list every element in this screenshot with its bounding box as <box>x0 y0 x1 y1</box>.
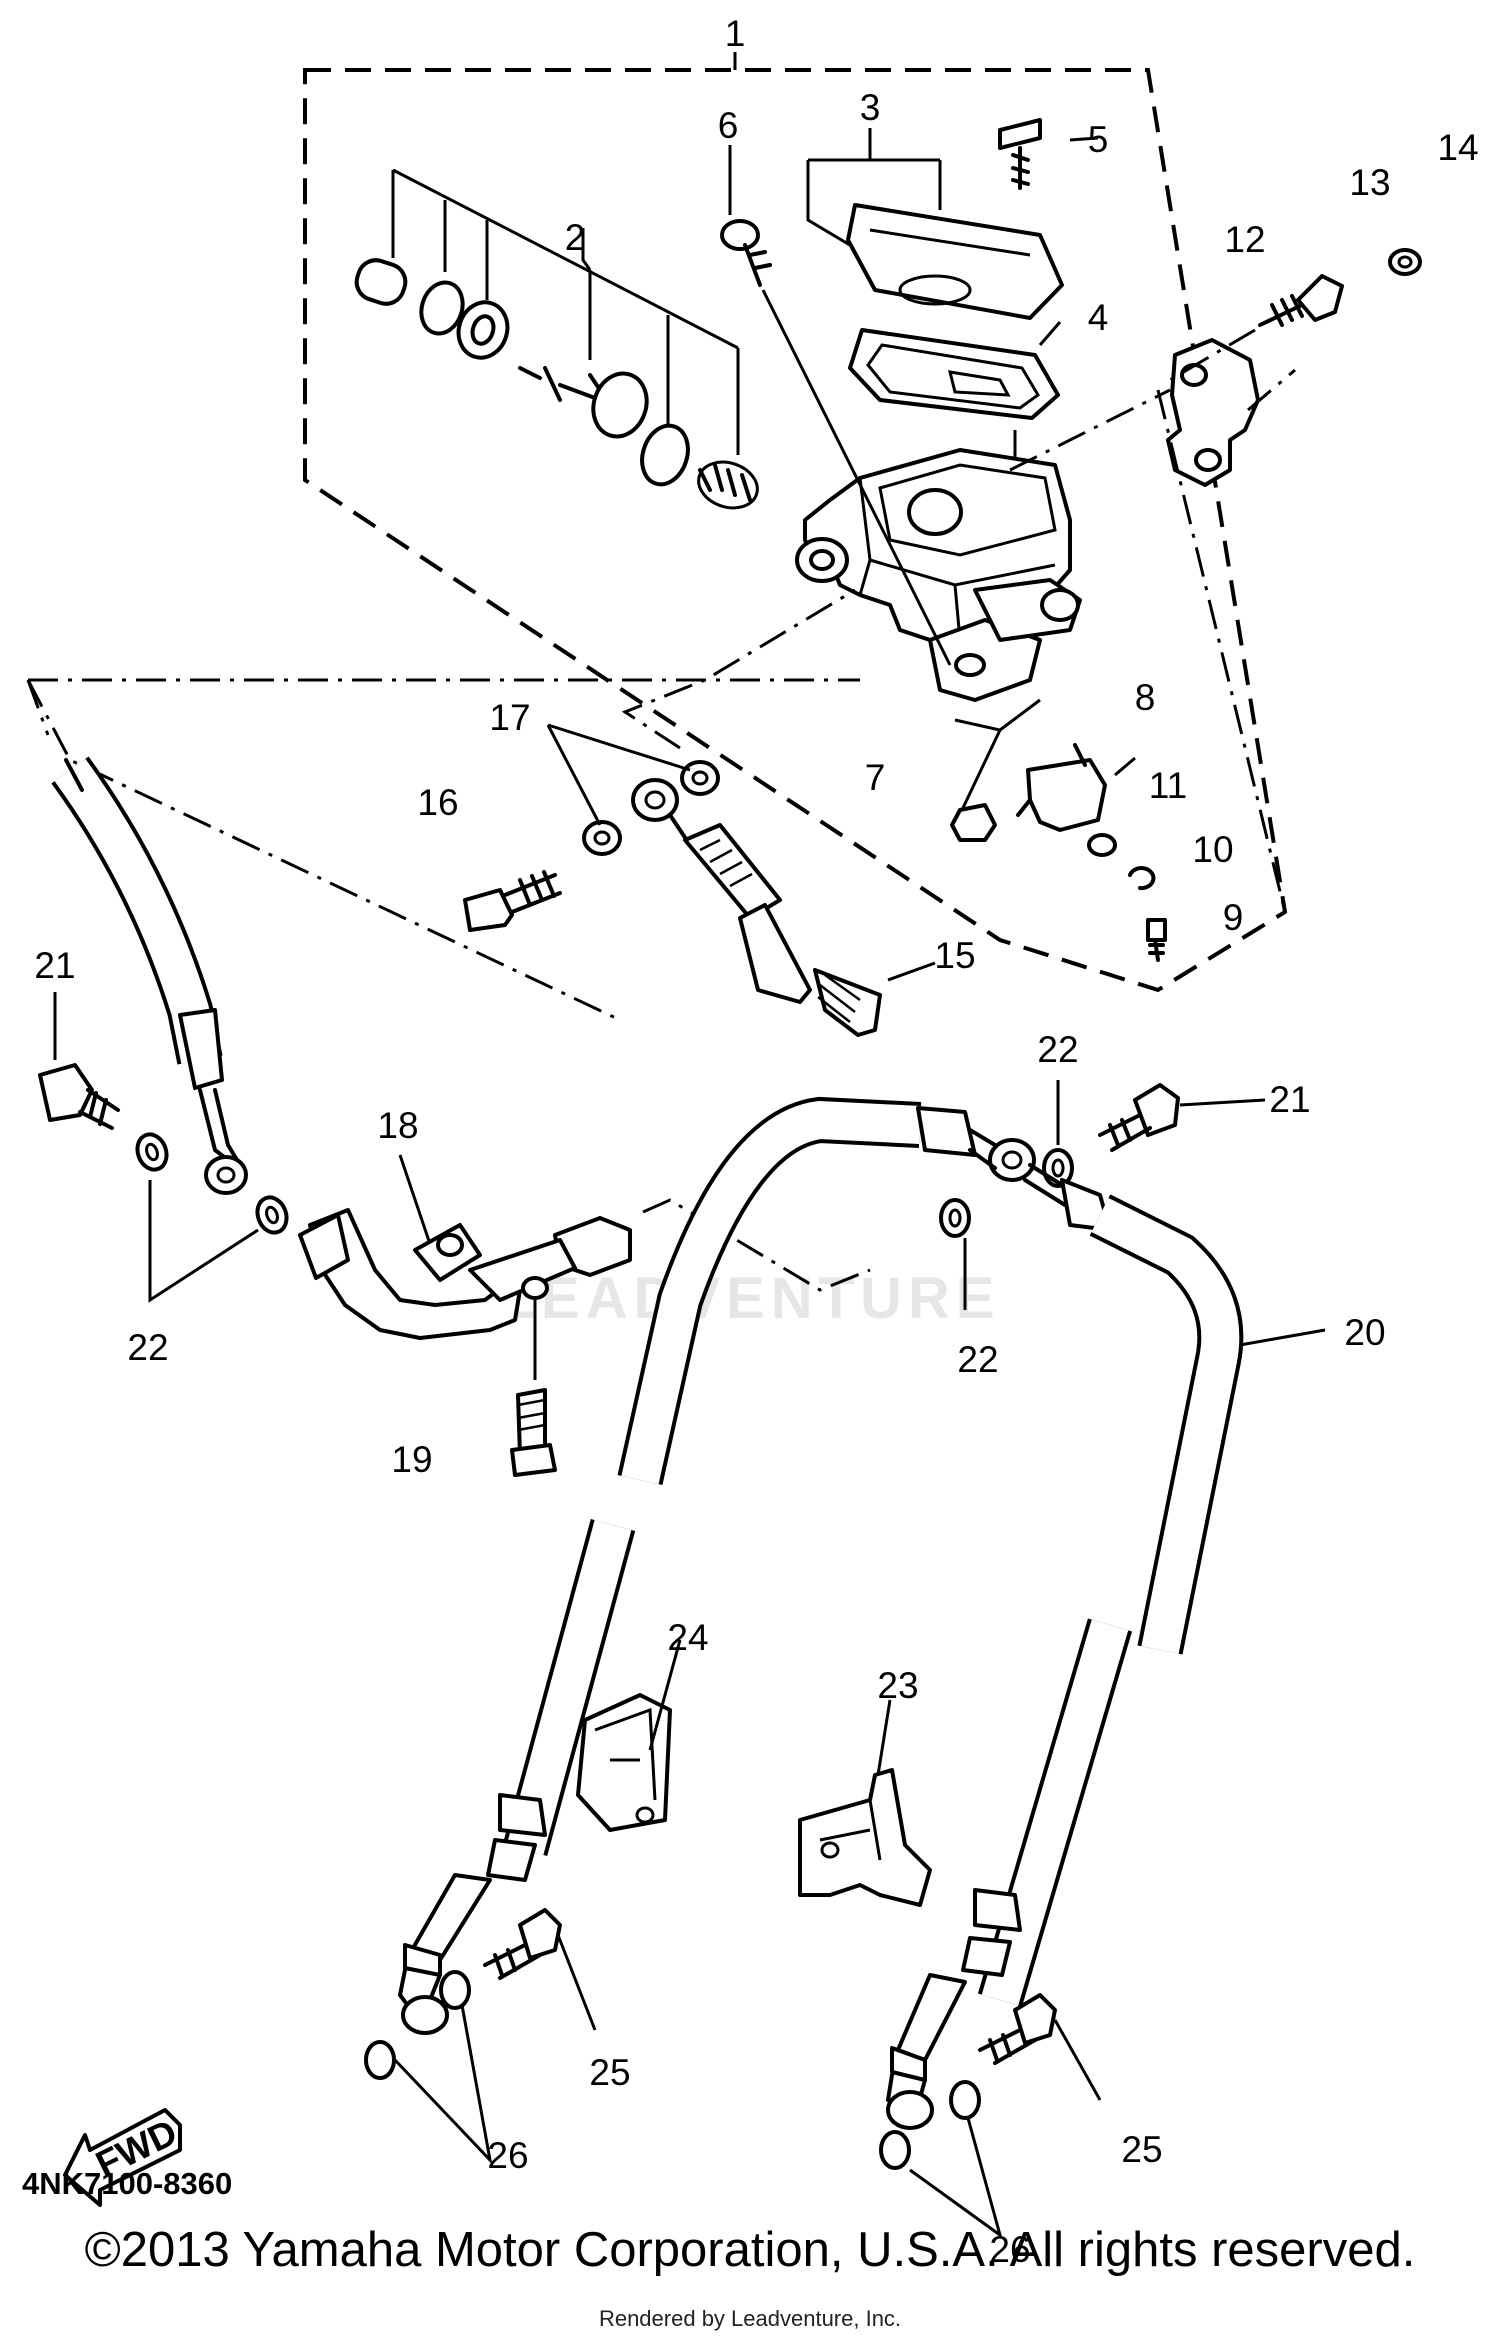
callout-4: 4 <box>1088 297 1109 338</box>
callout-20: 20 <box>1344 1312 1385 1353</box>
callout-1: 1 <box>725 13 746 54</box>
callout-25-left: 25 <box>589 2052 630 2093</box>
right-hose-lower <box>879 1618 1133 2239</box>
copyright-notice: ©2013 Yamaha Motor Corporation, U.S.A. A… <box>84 2223 1416 2277</box>
callout-23: 23 <box>877 1665 918 1706</box>
callout-9: 9 <box>1223 897 1244 938</box>
callout-17: 17 <box>489 697 530 738</box>
callout-14: 14 <box>1437 127 1478 168</box>
reservoir-cap-group <box>806 118 1099 535</box>
callout-21-left: 21 <box>34 945 75 986</box>
callout-11: 11 <box>1149 765 1187 806</box>
piston-kit-group <box>354 168 759 510</box>
callout-7: 7 <box>865 757 886 798</box>
callout-2: 2 <box>565 217 586 258</box>
callout-22-top: 22 <box>1037 1029 1078 1070</box>
drawing-code: 4NK7100-8360 <box>22 2166 233 2201</box>
brake-switch-parts <box>950 698 1167 962</box>
bleed-screw-6 <box>720 145 952 666</box>
master-cylinder-body <box>795 448 1082 702</box>
callout-19: 19 <box>391 1439 432 1480</box>
left-hose-lower <box>364 1518 636 2165</box>
brake-hose-20 <box>617 1096 1326 1655</box>
callout-5: 5 <box>1088 119 1109 160</box>
callout-25-right: 25 <box>1121 2129 1162 2170</box>
left-bolt-washers <box>38 992 289 1303</box>
callout-24: 24 <box>667 1617 708 1658</box>
callout-18: 18 <box>377 1105 418 1146</box>
union-bolt-hose-15 <box>463 588 936 1037</box>
callout-3: 3 <box>860 87 881 128</box>
clamps-23-24 <box>576 1639 932 1907</box>
callout-16: 16 <box>417 782 458 823</box>
callout-15: 15 <box>934 935 975 976</box>
watermark: LEADVENTURE <box>499 1266 1001 1331</box>
holder-bolt-nut <box>1009 248 1422 913</box>
callout-labels: 1 2 3 4 5 6 7 8 9 10 11 12 13 14 15 16 1… <box>34 13 1478 2270</box>
callout-22-left: 22 <box>127 1327 168 1368</box>
rendered-by-notice: Rendered by Leadventure, Inc. <box>598 2306 902 2331</box>
callout-26-right: 26 <box>989 2229 1030 2270</box>
callout-26-left: 26 <box>487 2135 528 2176</box>
left-hose-upper <box>26 678 860 1195</box>
callout-8: 8 <box>1135 677 1156 718</box>
callout-13: 13 <box>1349 162 1390 203</box>
callout-10: 10 <box>1192 829 1233 870</box>
joint-fitting-18 <box>298 1154 871 1477</box>
callout-6: 6 <box>718 105 739 146</box>
callout-22-mid: 22 <box>957 1339 998 1380</box>
callout-12: 12 <box>1224 219 1265 260</box>
callout-21-right: 21 <box>1269 1079 1310 1120</box>
assembly-1-boundary <box>303 68 1288 993</box>
